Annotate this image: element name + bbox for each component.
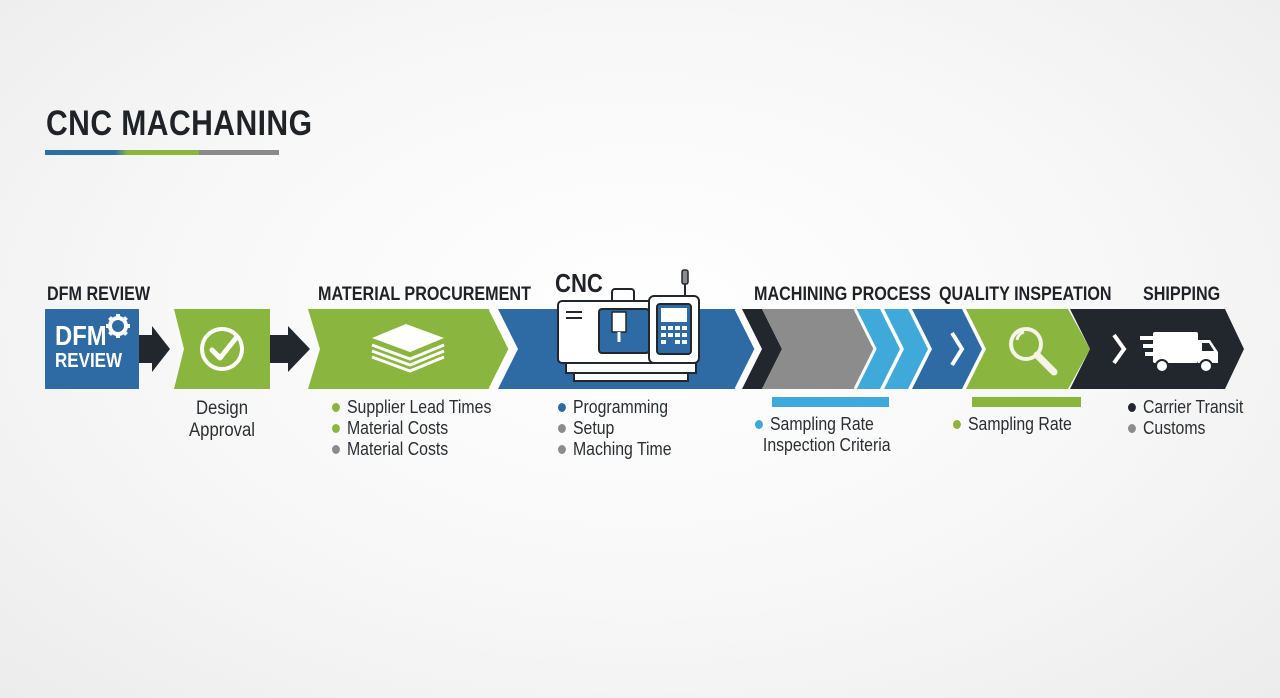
title-underline [45, 150, 279, 155]
list-item: Material Costs [332, 418, 491, 439]
delivery-truck-icon [1140, 332, 1218, 373]
cnc-bullets: Programming Setup Maching Time [558, 397, 687, 460]
list-item: Maching Time [558, 439, 672, 460]
machining-process-bullets: Sampling Rate Inspection Criteria [755, 414, 909, 456]
list-item: Sampling Rate [953, 414, 1072, 435]
stacked-sheets-icon [371, 324, 445, 373]
quality-inspection-bullets: Sampling Rate [953, 414, 1088, 435]
machining-process-chevron [762, 309, 878, 389]
check-circle-icon [200, 327, 244, 371]
gear-icon [106, 314, 130, 338]
chevron-right-icon [1112, 333, 1127, 365]
stage-label-dfm-review: DFM REVIEW [47, 284, 151, 305]
stage-label-machining-process: MACHINING PROCESS [754, 284, 931, 305]
list-item: Programming [558, 397, 672, 418]
page-title: CNC MACHANING [46, 104, 313, 143]
list-item: Carrier Transit [1128, 397, 1243, 418]
quality-inspection-bar [972, 397, 1081, 407]
stage-label-cnc: CNC [555, 268, 603, 298]
chevron-right-icon [950, 331, 965, 367]
shipping-bullets: Carrier Transit Customs [1128, 397, 1259, 439]
cnc-machine-icon [557, 269, 700, 382]
magnifier-icon [1009, 327, 1058, 376]
list-item: Supplier Lead Times [332, 397, 491, 418]
list-item: Customs [1128, 418, 1243, 439]
list-item: Sampling Rate [755, 414, 891, 435]
machining-process-bar [772, 397, 889, 407]
material-procurement-bullets: Supplier Lead Times Material Costs Mater… [332, 397, 513, 460]
quality-inspection-chevron [966, 309, 1090, 389]
design-approval-box [174, 309, 270, 389]
list-item: Inspection Criteria [762, 435, 891, 455]
arrow-icon [270, 326, 310, 372]
arrow-icon [139, 326, 170, 372]
stage-label-shipping: SHIPPING [1143, 284, 1221, 305]
list-item: Material Costs [332, 439, 491, 460]
stage-label-quality-inspection: QUALITY INSPEATION [939, 284, 1112, 305]
design-approval-caption: Design Approval [189, 398, 255, 441]
stage-label-material-procurement: MATERIAL PROCUREMENT [318, 284, 531, 305]
dfm-review-box-text: DFM REVIEW [55, 320, 123, 373]
list-item: Setup [558, 418, 672, 439]
